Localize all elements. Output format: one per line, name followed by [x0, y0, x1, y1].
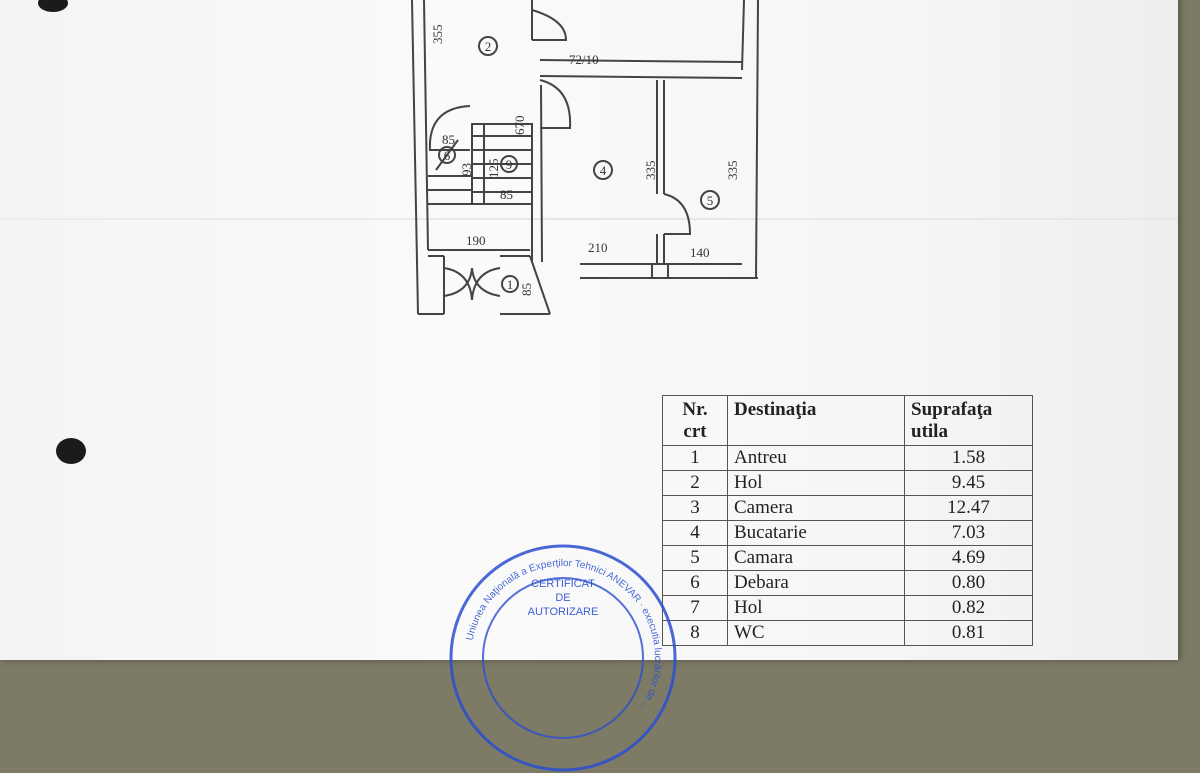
dim-93: 93	[459, 163, 474, 176]
floor-plan: 355 72/10 670 85 93 125 85 335 335 190 2…	[411, 0, 759, 315]
stamp-line-3: AUTORIZARE	[528, 606, 599, 618]
cell-suprafata: 12.47	[904, 495, 1033, 521]
cell-nr: 1	[662, 445, 728, 471]
cell-destinatia: Bucatarie	[727, 520, 905, 546]
dim-85-top: 85	[442, 132, 455, 147]
cell-destinatia: Camara	[727, 545, 905, 571]
cell-nr: 5	[662, 545, 728, 571]
dim-125: 125	[486, 159, 501, 179]
cell-destinatia: Hol	[727, 470, 905, 496]
dim-85-entry: 85	[519, 283, 534, 296]
dim-670: 670	[512, 116, 527, 136]
room-marker-1: 1	[507, 277, 514, 292]
room-marker-6: 6	[444, 148, 451, 163]
dim-210: 210	[588, 240, 608, 255]
cell-suprafata: 4.69	[904, 545, 1033, 571]
cell-suprafata: 9.45	[904, 470, 1033, 496]
stamp-line-2: DE	[555, 592, 570, 604]
cell-nr: 4	[662, 520, 728, 546]
table-header-row: Nr. crt Destinaţia Suprafaţa utila	[662, 395, 1033, 446]
dim-355-hol: 355	[430, 25, 445, 45]
cell-suprafata: 0.81	[904, 620, 1033, 646]
header-nr-crt: Nr. crt	[662, 395, 728, 446]
punch-hole-top	[38, 0, 68, 12]
room-marker-2: 2	[485, 39, 492, 54]
cell-suprafata: 0.80	[904, 570, 1033, 596]
cell-nr: 3	[662, 495, 728, 521]
cell-suprafata: 7.03	[904, 520, 1033, 546]
dim-72-10: 72/10	[569, 52, 599, 67]
cell-suprafata: 0.82	[904, 595, 1033, 621]
dim-335-pantry: 335	[725, 161, 740, 181]
room-marker-9: 9	[506, 157, 513, 172]
room-marker-4: 4	[600, 163, 607, 178]
punch-hole-middle	[56, 438, 86, 464]
authorization-stamp: Uniunea Naţională a Experţilor Tehnici A…	[449, 544, 677, 772]
header-destinatia: Destinaţia	[727, 395, 905, 446]
cell-destinatia: Camera	[727, 495, 905, 521]
dim-190: 190	[466, 233, 486, 248]
room-marker-5: 5	[707, 193, 714, 208]
cell-nr: 2	[662, 470, 728, 496]
cell-destinatia: Debara	[727, 570, 905, 596]
stamp-line-1: CERTIFICAT	[531, 578, 595, 590]
paper-fold	[0, 218, 1178, 220]
header-suprafata: Suprafaţa utila	[904, 395, 1033, 446]
cell-destinatia: WC	[727, 620, 905, 646]
cell-destinatia: Hol	[727, 595, 905, 621]
cell-destinatia: Antreu	[727, 445, 905, 471]
dim-140: 140	[690, 245, 710, 260]
cell-suprafata: 1.58	[904, 445, 1033, 471]
dim-85-stairs: 85	[500, 187, 513, 202]
dim-335-kitchen: 335	[643, 161, 658, 181]
